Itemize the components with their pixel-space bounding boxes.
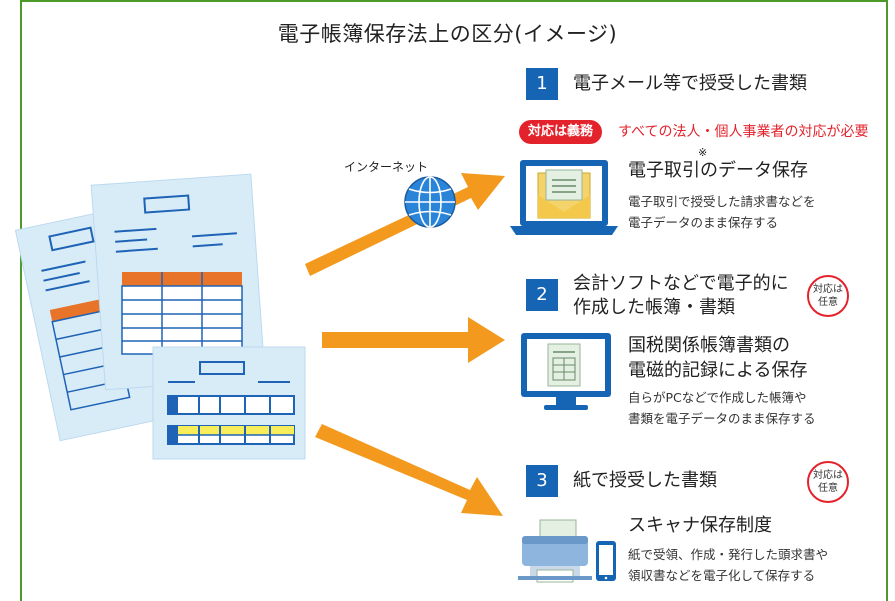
- monitor-document-icon: [521, 333, 611, 410]
- smartphone-icon: [596, 541, 616, 581]
- globe-icon: [404, 176, 456, 228]
- diagram-frame: [20, 0, 888, 601]
- section-1-number: 1: [526, 68, 558, 100]
- section-2-title-line1: 会計ソフトなどで電子的に: [573, 273, 789, 294]
- arrow-to-software: [322, 317, 505, 363]
- section-2-title-line2: 作成した帳簿・書類: [573, 297, 735, 318]
- section-1-desc-line1: 電子取引で授受した請求書などを: [628, 194, 816, 209]
- arrow-to-email: [305, 173, 505, 276]
- requirement-text: すべての法人・個人事業者の対応が必要: [618, 124, 869, 140]
- internet-label: インターネット: [344, 160, 429, 174]
- section-3-description: 紙で受領、作成・発行した頭求書や 領収書などを電子化して保存する: [628, 544, 828, 586]
- front-document: [152, 346, 306, 460]
- optional-badge-2-line2: 任意: [818, 297, 838, 308]
- section-3-desc-line2: 領収書などを電子化して保存する: [628, 568, 816, 583]
- optional-badge-2: 対応は 任意: [807, 275, 849, 317]
- section-3-subtitle: スキャナ保存制度: [628, 515, 772, 536]
- arrow-to-paper: [315, 424, 503, 516]
- section-2-subtitle-line2: 電磁的記録による保存: [628, 360, 808, 381]
- section-2-subtitle: 国税関係帳簿書類の 電磁的記録による保存: [628, 333, 807, 383]
- diagram-title: 電子帳簿保存法上の区分(イメージ): [277, 22, 618, 46]
- section-2-description: 自らがPCなどで作成した帳簿や 書類を電子データのまま保存する: [628, 387, 816, 429]
- optional-badge-2-line1: 対応は: [813, 284, 843, 295]
- laptop-mail-icon: [510, 160, 618, 235]
- scanner-icon: [518, 519, 592, 583]
- optional-badge-3: 対応は 任意: [807, 461, 849, 503]
- section-3-title: 紙で授受した書類: [573, 470, 717, 491]
- middle-table: [121, 272, 243, 355]
- section-3-number: 3: [526, 465, 558, 497]
- subtitle-note-mark: ※: [698, 146, 708, 159]
- section-2-number: 2: [526, 279, 558, 311]
- optional-badge-3-line2: 任意: [818, 483, 838, 494]
- section-2-subtitle-line1: 国税関係帳簿書類の: [628, 335, 790, 356]
- section-3-desc-line1: 紙で受領、作成・発行した頭求書や: [628, 547, 829, 562]
- section-2-desc-line1: 自らがPCなどで作成した帳簿や: [628, 390, 807, 405]
- section-1-description: 電子取引で授受した請求書などを 電子データのまま保存する: [628, 191, 816, 233]
- section-2-desc-line2: 書類を電子データのまま保存する: [628, 411, 816, 426]
- required-badge: 対応は義務: [519, 120, 603, 144]
- section-1-desc-line2: 電子データのまま保存する: [628, 215, 779, 230]
- optional-badge-3-line1: 対応は: [813, 470, 843, 481]
- section-1-subtitle: 電子取引のデータ保存: [628, 160, 808, 181]
- section-1-title: 電子メール等で授受した書類: [573, 73, 807, 94]
- section-2-title: 会計ソフトなどで電子的に 作成した帳簿・書類: [573, 272, 789, 320]
